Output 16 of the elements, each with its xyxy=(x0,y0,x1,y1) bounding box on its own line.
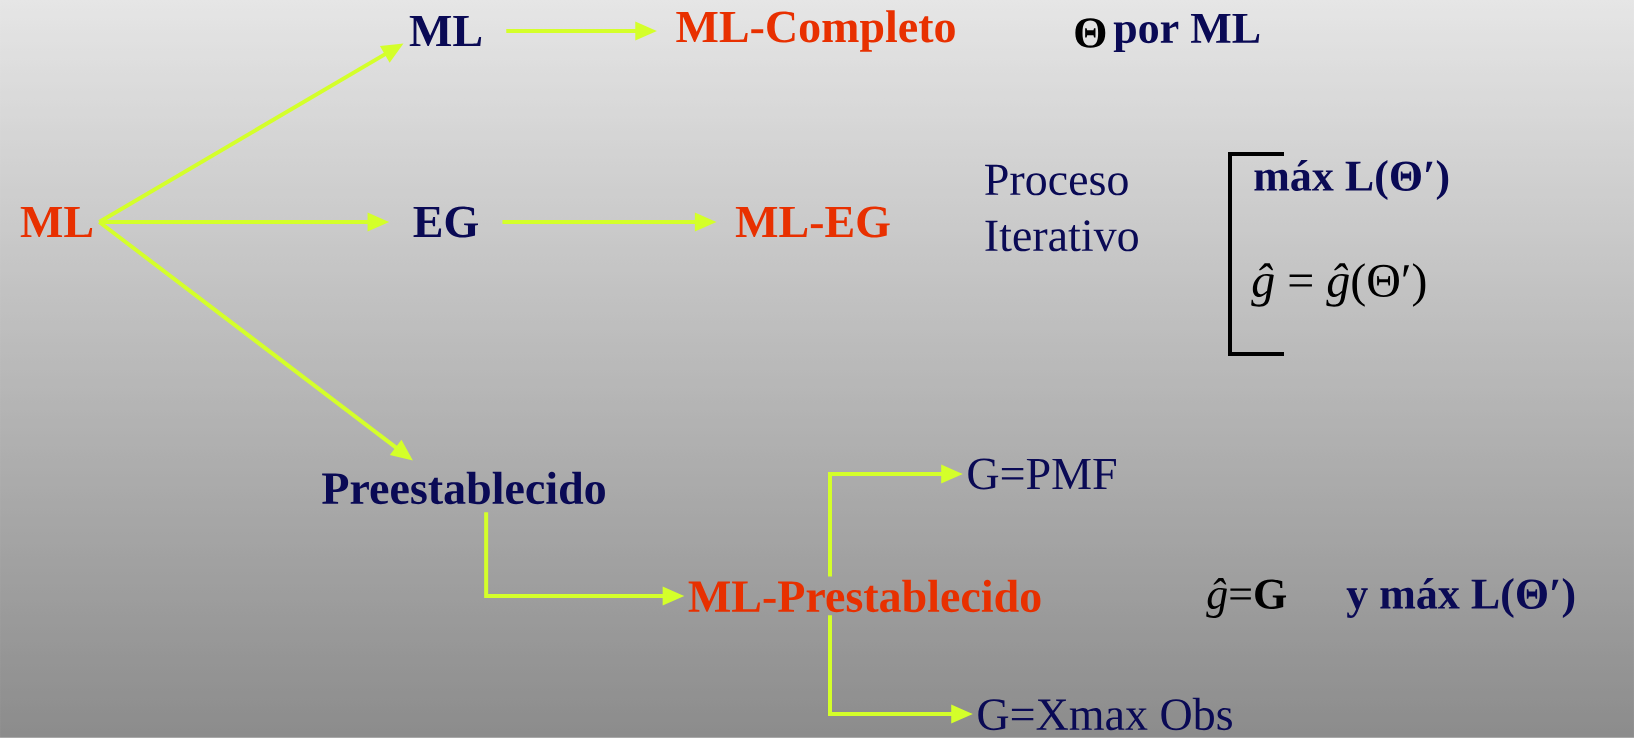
theta-symbol: Θ xyxy=(1075,18,1106,48)
formula-text: máx L(Θ′) xyxy=(1254,160,1449,200)
formula-text: y máx L(Θ′) xyxy=(1346,577,1575,618)
note-text: por ML xyxy=(1113,13,1260,53)
node-label: Preestablecido xyxy=(322,471,605,505)
node-label: ML-EG xyxy=(735,206,890,238)
formula-text: ĝ=G xyxy=(1206,578,1287,618)
node-label: G=PMF xyxy=(968,458,1116,490)
node-label: EG xyxy=(413,206,478,238)
node-label: ML-Prestablecido xyxy=(688,579,1041,613)
label-text: Proceso Iterativo xyxy=(985,164,1138,252)
node-label: G=Xmax Obs xyxy=(978,697,1232,731)
formula-text: ĝ = ĝ(Θ′) xyxy=(1251,263,1426,307)
node-label: ML xyxy=(409,15,482,47)
node-label: ML xyxy=(20,206,93,238)
node-label: ML-Completo xyxy=(676,10,955,52)
